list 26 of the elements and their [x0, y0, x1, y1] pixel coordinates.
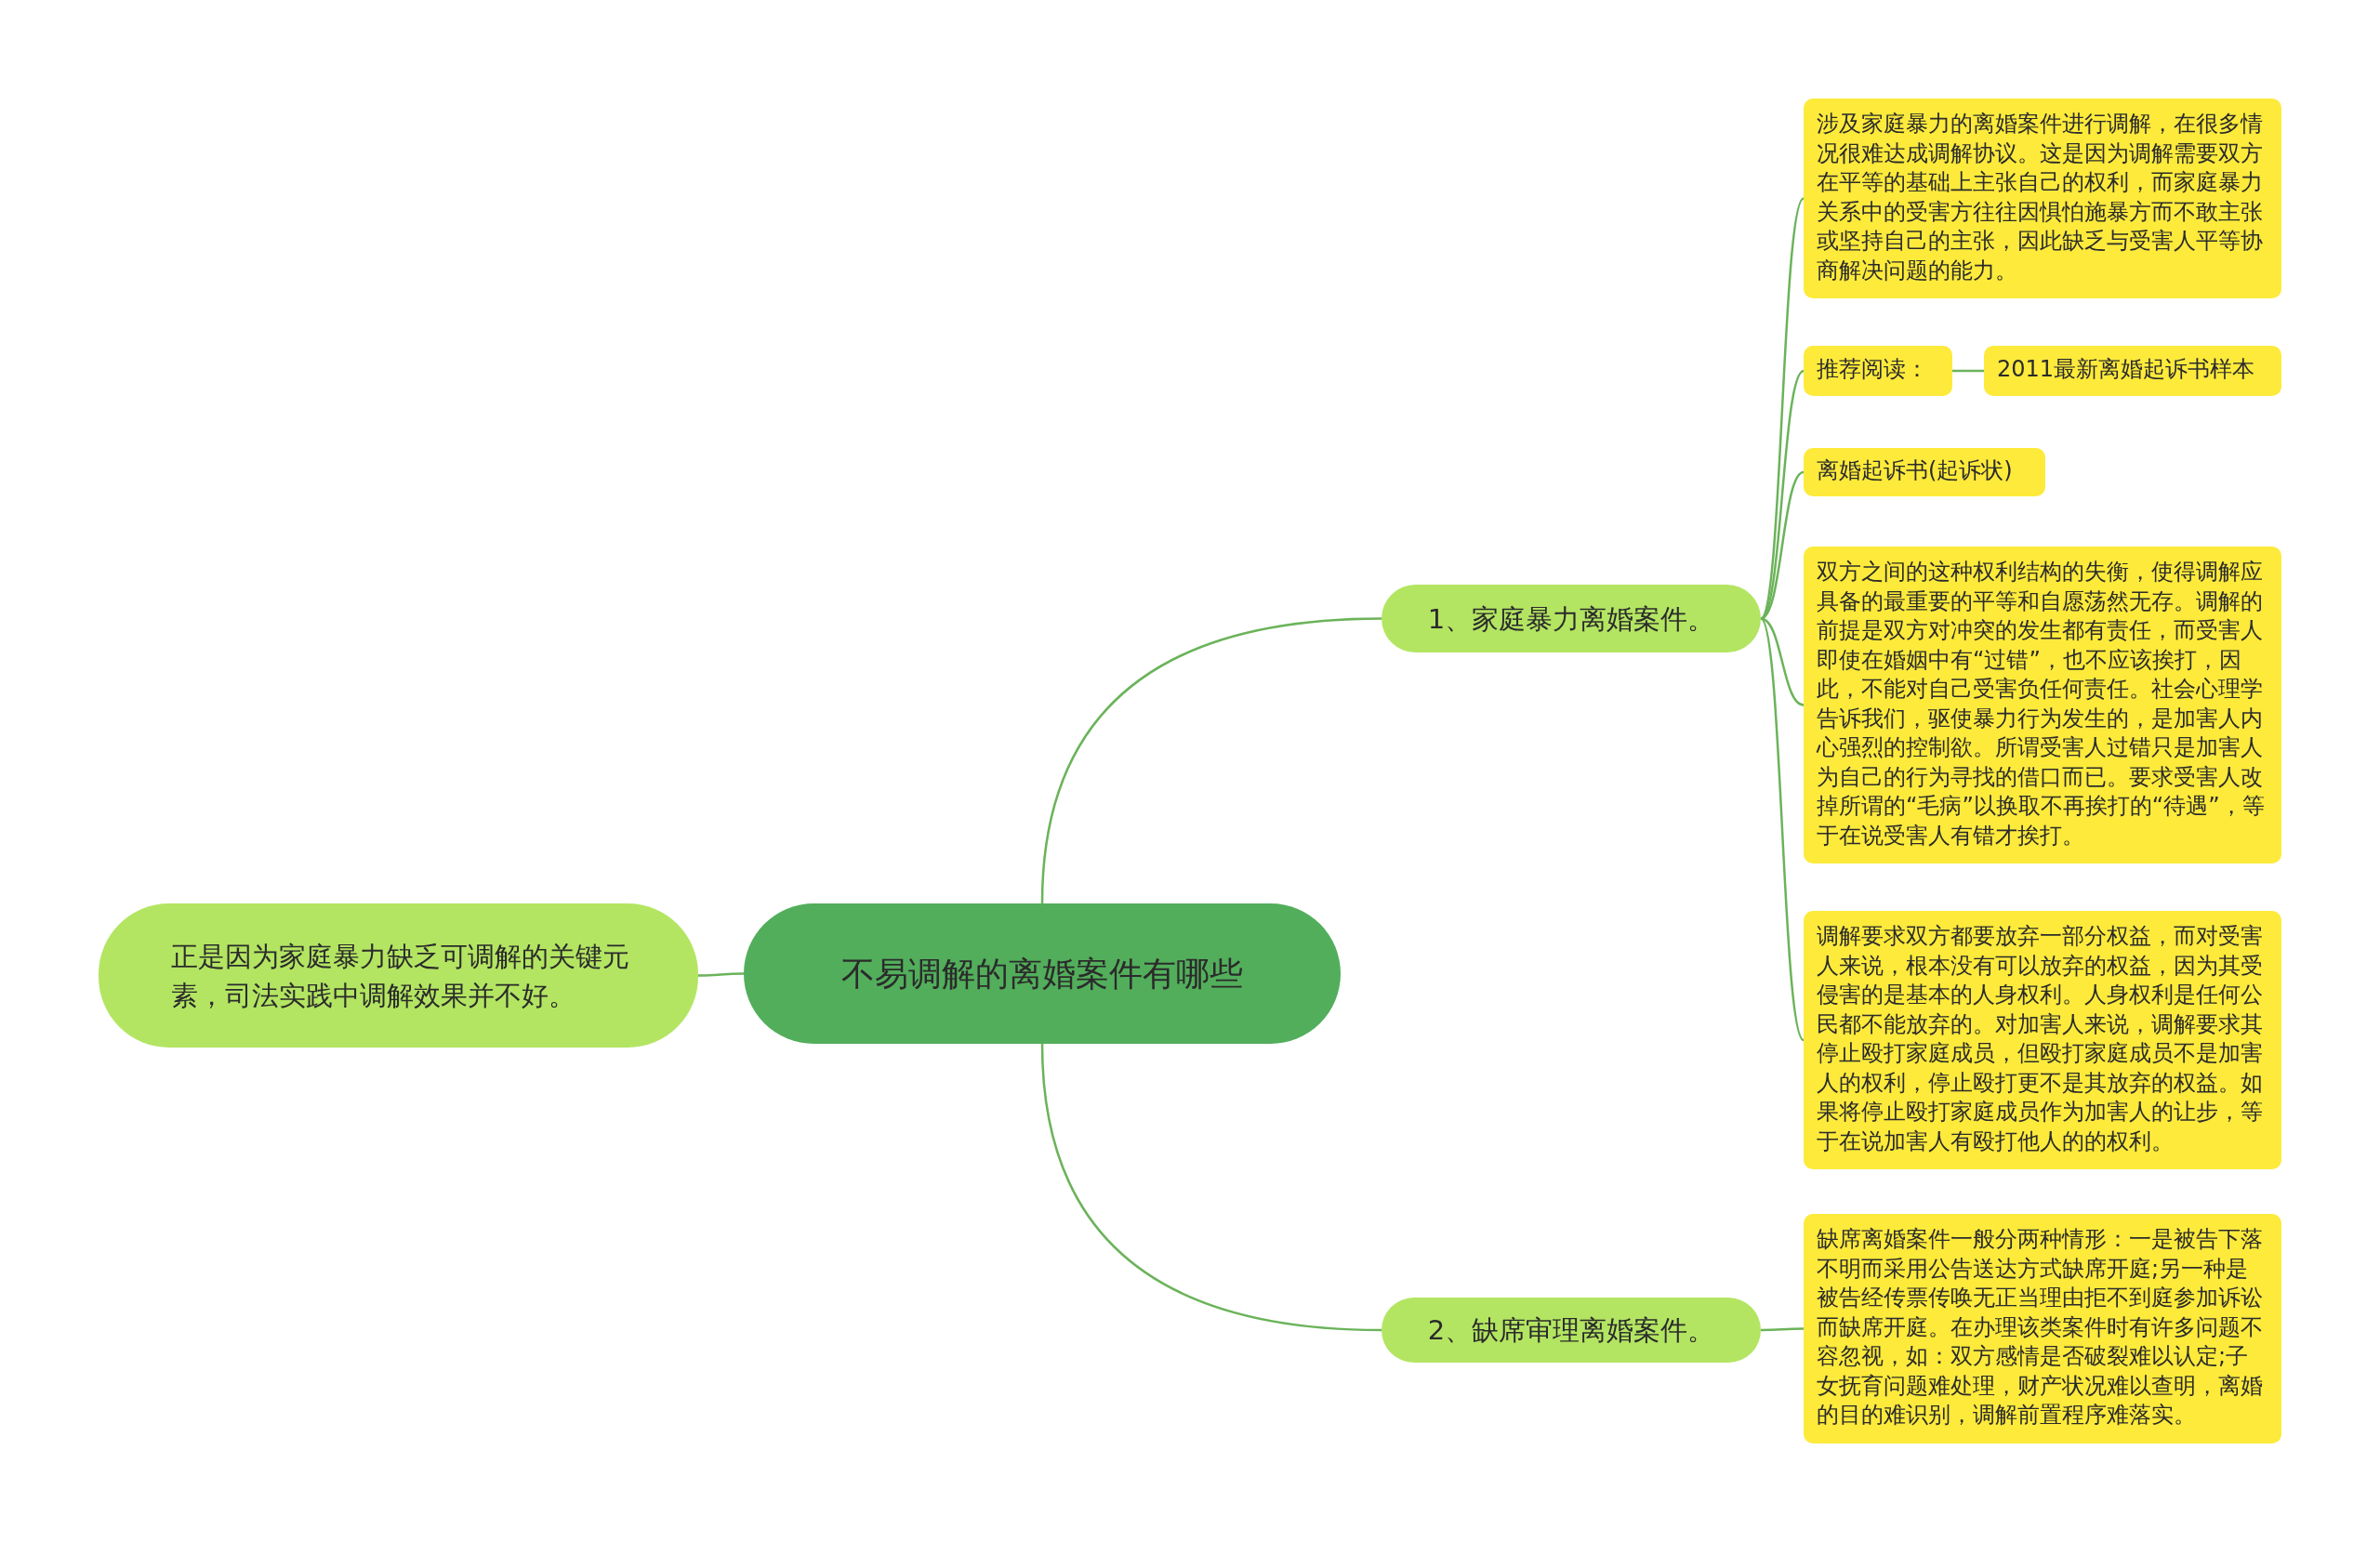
topic-text: 离婚起诉书(起诉状) [1817, 456, 2013, 486]
topic-text: 1、家庭暴力离婚案件。 [1427, 601, 1715, 637]
note-box [1804, 1214, 2281, 1443]
note-box [1804, 911, 2281, 1169]
connector [1040, 617, 1382, 904]
topic-text: 调解要求双方都要放弃一部分权益，而对受害人来说，根本没有可以放弃的权益，因为其受侵害的是基本的人身权利。人身权利是任何公民都不能放弃的。对加害人来说，调解要求其停止殴打家庭成员，但殴打家庭成员不是加害人的权利，停止殴打更不是其放弃的权益。如果将停止殴打家庭成员作为加害人的让步，等于在说加害人有殴打他人的的权利。 [1817, 922, 2264, 1156]
note-box [1984, 346, 2281, 396]
topic-text: 缺席离婚案件一般分两种情形：一是被告下落不明而采用公告送达方式缺席开庭;另一种是被告经传票传唤无正当理由拒不到庭参加诉讼而缺席开庭。在办理该类案件时有许多问题不容忽视，如：双方感情是否破裂难以认定;子女抚育问题难处理，财产状况难以查明，离婚的目的难识别，调解前置程序难落实。 [1817, 1225, 2264, 1430]
topic-text: 正是因为家庭暴力缺乏可调解的关键元素，司法实践中调解效果并不好。 [171, 939, 630, 1013]
connector [1952, 369, 1984, 373]
connector [1761, 1327, 1804, 1332]
note-box [1804, 448, 2045, 496]
topic-text: 双方之间的这种权利结构的失衡，使得调解应具备的最重要的平等和自愿荡然无存。调解的前提是双方对冲突的发生都有责任，而受害人即使在婚姻中有“过错”，也不应该挨打，因此，不能对自己受害负任何责任。社会心理学告诉我们，驱使暴力行为发生的，是加害人内心强烈的控制欲。所谓受害人过错只是加害人为自己的行为寻找的借口而已。要求受害人改掉所谓的“毛病”以换取不再挨打的“待遇”，等于在说受害人有错才挨打。 [1817, 558, 2266, 850]
connector [1760, 617, 1805, 706]
connector [1040, 1043, 1382, 1332]
topic-text: 2、缺席审理离婚案件。 [1427, 1313, 1715, 1348]
topic-text: 推荐阅读： [1817, 355, 1928, 385]
topic-text: 2011最新离婚起诉书样本 [1997, 355, 2255, 385]
connector [1760, 470, 1805, 620]
topic-text: 不易调解的离婚案件有哪些 [841, 953, 1243, 995]
connector [1759, 197, 1805, 620]
topic-text: 涉及家庭暴力的离婚案件进行调解，在很多情况很难达成调解协议。这是因为调解需要双方在平等的基础上主张自己的权利，而家庭暴力关系中的受害方往往因惧怕施暴方而不敢主张或坚持自己的主张，因此缺乏与受害人平等协商解决问题的能力。 [1817, 110, 2264, 285]
note-box [1804, 346, 1952, 396]
connector [1759, 617, 1805, 1041]
connector [698, 972, 744, 977]
note-box [1804, 99, 2281, 298]
